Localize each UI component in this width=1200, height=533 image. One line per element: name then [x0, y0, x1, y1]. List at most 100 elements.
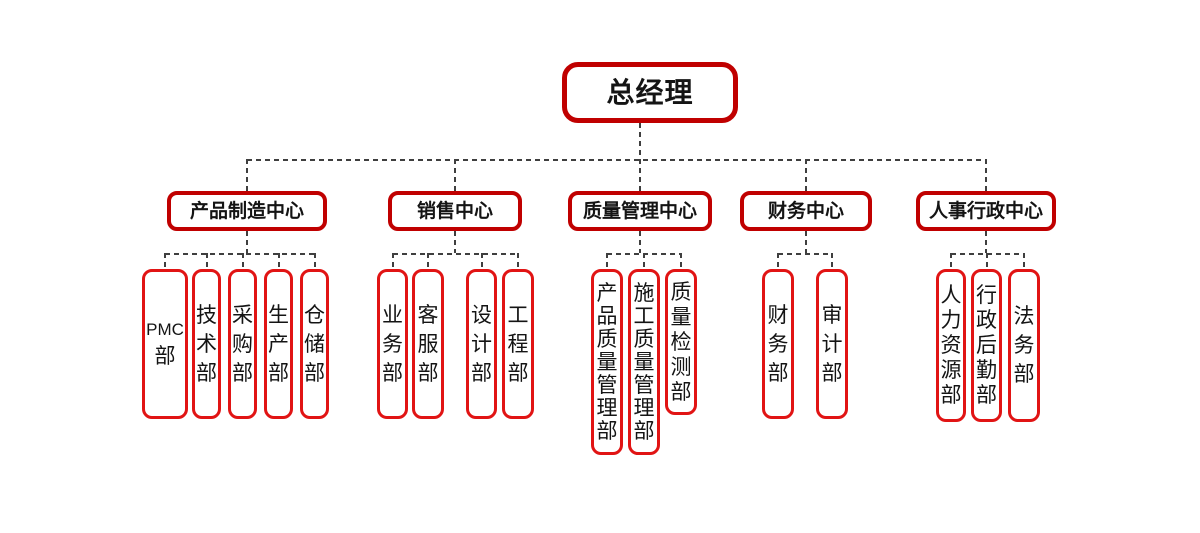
- dept-node-label-line: 源: [940, 359, 962, 382]
- dept-node-label-line: 品: [596, 304, 618, 328]
- connector-group-stem: [639, 231, 641, 253]
- dept-node-label-line: 客: [417, 303, 439, 327]
- connector-dept-drop: [985, 253, 988, 269]
- center-node-1: 销售中心: [388, 191, 522, 231]
- connector-dept-drop: [241, 253, 244, 269]
- connector-dept-drop: [391, 253, 394, 269]
- connector-center-drop: [246, 159, 248, 191]
- connector-dept-drop: [950, 253, 952, 269]
- center-node-0: 产品制造中心: [167, 191, 327, 231]
- dept-node-label-line: 业: [382, 303, 403, 327]
- dept-node-label-line: 部: [471, 361, 492, 385]
- connector-group-bus: [165, 253, 315, 255]
- center-node-label: 产品制造中心: [189, 200, 304, 222]
- dept-node-label-line: 勤: [976, 359, 997, 382]
- dept-node-label-line: 部: [940, 384, 962, 407]
- dept-node-label-line: 管: [633, 373, 655, 397]
- dept-node-label-line: 质: [670, 280, 692, 304]
- dept-node-label-line: 政: [976, 309, 997, 332]
- dept-node-1-1: 客服部: [412, 269, 444, 419]
- connector-group-stem: [454, 231, 456, 253]
- dept-node-label-line: 理: [596, 396, 618, 420]
- dept-node-label-line: 部: [417, 361, 439, 385]
- dept-node-label-line: 量: [596, 350, 618, 374]
- connector-trunk-rail: [247, 159, 986, 161]
- dept-node-3-1: 审计部: [816, 269, 848, 419]
- dept-node-label-line: 部: [382, 361, 403, 385]
- dept-node-label-line: 后: [976, 334, 997, 357]
- dept-node-label-line: 储: [304, 332, 325, 356]
- dept-node-label-line: 程: [507, 332, 529, 356]
- dept-node-label-line: 部: [976, 384, 997, 407]
- dept-node-label-line: 检: [670, 330, 692, 354]
- dept-node-label-line: 行: [976, 284, 997, 307]
- dept-node-label-line: 工: [633, 304, 655, 328]
- connector-dept-drop: [164, 253, 166, 269]
- dept-node-2-0: 产品质量管理部: [591, 269, 623, 455]
- dept-node-4-2: 法务部: [1008, 269, 1040, 422]
- dept-node-label-line: 术: [196, 332, 217, 356]
- connector-dept-drop: [480, 253, 483, 269]
- connector-dept-drop: [313, 253, 316, 269]
- node-general-manager-label: 总经理: [606, 76, 694, 108]
- dept-node-label-line: 务: [382, 332, 403, 356]
- dept-node-1-3: 工程部: [502, 269, 534, 419]
- dept-node-label-line: 管: [596, 373, 618, 397]
- dept-node-0-4: 仓储部: [300, 269, 329, 419]
- dept-node-label-line: 计: [471, 332, 492, 356]
- dept-node-label-line: PMC: [146, 320, 184, 339]
- dept-node-1-2: 设计部: [466, 269, 497, 419]
- dept-node-label-line: 理: [633, 396, 655, 420]
- center-node-2: 质量管理中心: [568, 191, 712, 231]
- connector-root-stem: [639, 123, 641, 159]
- dept-node-3-0: 财务部: [762, 269, 794, 419]
- connector-dept-drop: [1023, 253, 1025, 269]
- dept-node-label-line: 产: [268, 332, 289, 356]
- dept-node-label-line: 测: [670, 355, 692, 379]
- dept-node-label-line: 部: [767, 361, 789, 385]
- connector-dept-drop: [277, 253, 280, 269]
- dept-node-0-1: 技术部: [192, 269, 221, 419]
- dept-node-label-line: 部: [670, 380, 692, 404]
- dept-node-label-line: 务: [767, 332, 789, 356]
- dept-node-label-line: 购: [232, 332, 253, 356]
- dept-node-label-line: 部: [232, 361, 253, 385]
- dept-node-2-1: 施工质量管理部: [628, 269, 660, 455]
- center-node-label: 销售中心: [416, 200, 493, 222]
- connector-group-stem: [805, 231, 807, 253]
- dept-node-0-0: PMC 部: [142, 269, 188, 419]
- center-node-label: 质量管理中心: [582, 200, 697, 222]
- dept-node-label-line: 产: [596, 281, 618, 305]
- dept-node-label-line: 生: [268, 303, 289, 327]
- dept-node-label-line: 部: [268, 361, 289, 385]
- dept-node-label-line: 审: [821, 303, 843, 327]
- dept-node-label-line: 部: [821, 361, 843, 385]
- dept-node-label-line: 部: [633, 419, 655, 443]
- dept-node-label-line: 质: [633, 327, 655, 351]
- dept-node-label-line: 量: [633, 350, 655, 374]
- dept-node-label-line: 务: [1013, 334, 1035, 357]
- node-general-manager: 总经理: [562, 62, 738, 123]
- dept-node-label-line: 采: [232, 303, 253, 327]
- dept-node-4-0: 人力资源部: [936, 269, 966, 422]
- dept-node-label-line: 部: [154, 345, 176, 368]
- dept-node-1-0: 业务部: [377, 269, 408, 419]
- dept-node-0-2: 采购部: [228, 269, 257, 419]
- dept-node-0-3: 生产部: [264, 269, 293, 419]
- dept-node-label-line: 部: [507, 361, 529, 385]
- dept-node-2-2: 质量检测部: [665, 269, 697, 415]
- dept-node-label-line: 技: [196, 303, 217, 327]
- center-node-4: 人事行政中心: [916, 191, 1056, 231]
- dept-node-4-1: 行政后勤部: [971, 269, 1002, 422]
- center-node-label: 人事行政中心: [928, 200, 1043, 222]
- dept-node-label-line: 设: [471, 303, 492, 327]
- dept-node-label-line: 工: [507, 303, 529, 327]
- dept-node-label-line: 仓: [304, 303, 325, 327]
- connector-group-bus: [392, 253, 518, 255]
- dept-node-label-line: 部: [1013, 363, 1035, 386]
- connector-dept-drop: [680, 253, 682, 269]
- center-node-3: 财务中心: [740, 191, 872, 231]
- dept-node-label-line: 服: [417, 332, 439, 356]
- connector-center-drop: [985, 159, 987, 191]
